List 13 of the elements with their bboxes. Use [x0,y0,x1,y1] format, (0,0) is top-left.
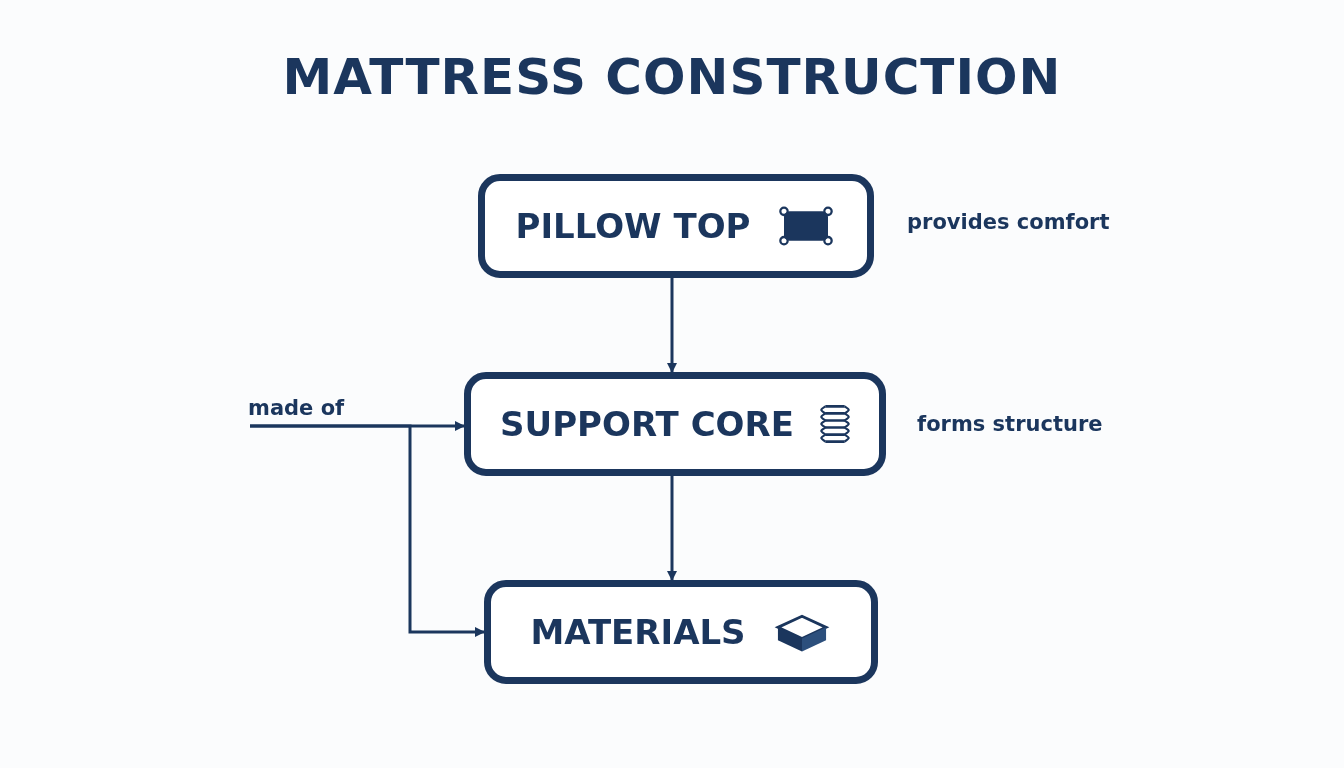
arrow [667,476,677,581]
layer-name: PILLOW TOP [515,206,751,246]
arrow [667,278,677,373]
layer-name: MATERIALS [530,612,746,652]
layer-name: SUPPORT CORE [500,404,794,444]
arrow [250,424,485,637]
layer-box [478,174,874,278]
annotation-text: forms structure [917,412,1103,436]
layer-box [464,372,886,476]
annotation-text: provides comfort [907,210,1110,234]
layer-box [484,580,878,684]
connector-label: made of [248,396,352,426]
diagram-title: MATTRESS CONSTRUCTION [281,48,1063,106]
